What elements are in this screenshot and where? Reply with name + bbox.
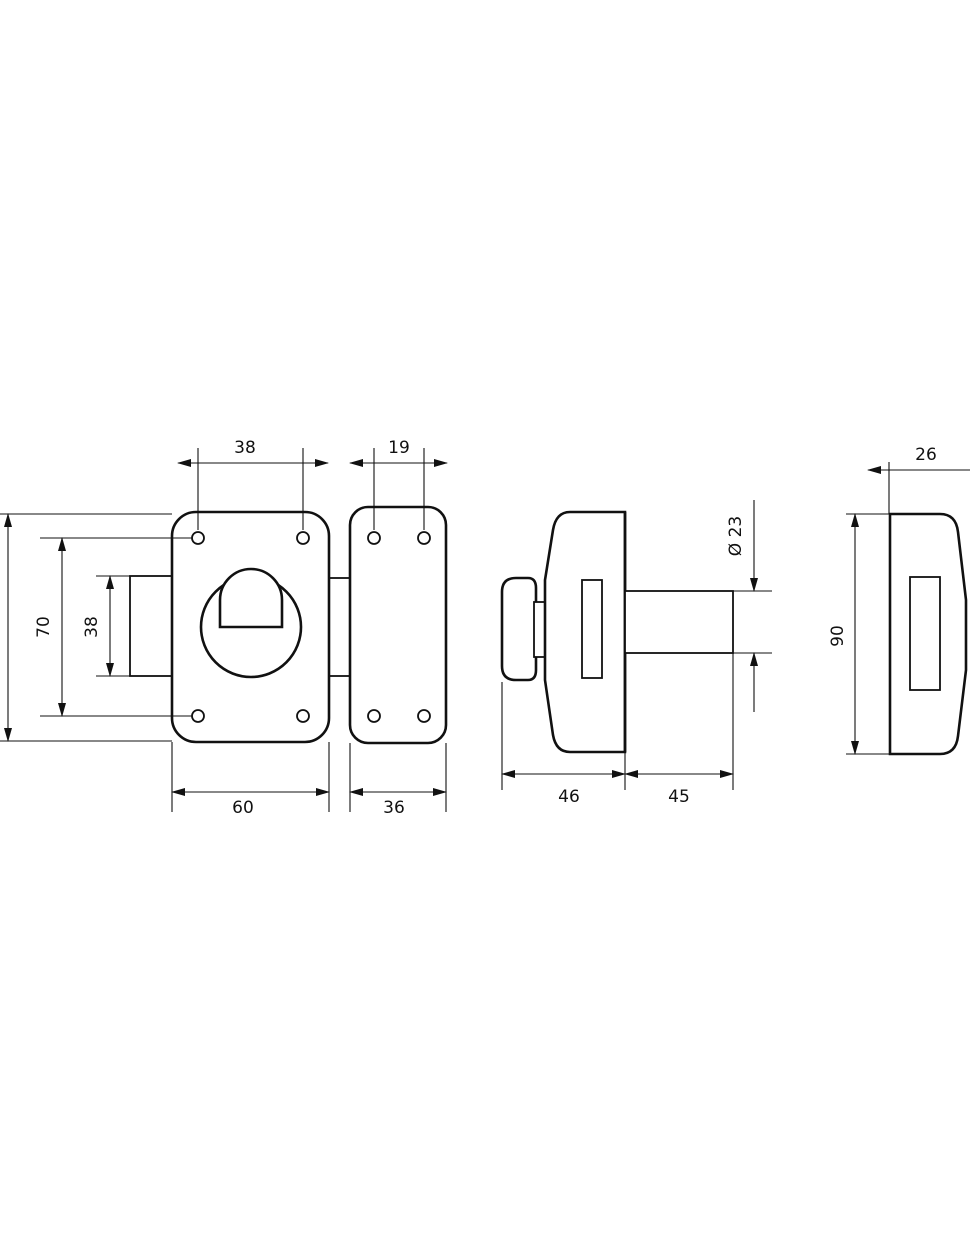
screw-hole [296, 531, 310, 545]
side-knob [500, 576, 538, 682]
side-slot [581, 579, 603, 679]
side-view: Ø 23 46 45 [500, 500, 772, 807]
screw-hole [296, 709, 310, 723]
screw-hole [191, 709, 205, 723]
screw-hole [417, 709, 431, 723]
screw-hole [367, 709, 381, 723]
end-view: 26 90 [828, 445, 970, 756]
dim-front-bolt-height: 38 [82, 616, 102, 638]
dim-front-width: 60 [232, 798, 254, 818]
keeper-plate [348, 505, 448, 745]
connecting-bar [326, 577, 352, 677]
screw-hole [417, 531, 431, 545]
dim-front-hole-spacing-h: 38 [234, 438, 256, 458]
dim-end-height: 90 [828, 625, 848, 647]
side-cylinder [624, 590, 734, 654]
dim-front-total-height: 90 [0, 616, 5, 638]
end-slot [909, 576, 941, 691]
dim-front-hole-spacing-v: 70 [34, 616, 54, 638]
dim-keeper-width: 36 [383, 798, 405, 818]
dim-side-body-depth: 46 [558, 787, 580, 807]
keeper-view: 19 36 [348, 438, 448, 818]
screw-hole [367, 531, 381, 545]
keyway [218, 567, 284, 629]
front-bolt [129, 575, 176, 677]
dim-keeper-hole-spacing: 19 [388, 438, 410, 458]
dim-end-depth: 26 [915, 445, 937, 465]
dim-side-cylinder-diameter: Ø 23 [726, 516, 746, 556]
screw-hole [191, 531, 205, 545]
dim-side-cylinder-projection: 45 [668, 787, 690, 807]
front-view: 38 90 70 38 60 [0, 438, 352, 818]
